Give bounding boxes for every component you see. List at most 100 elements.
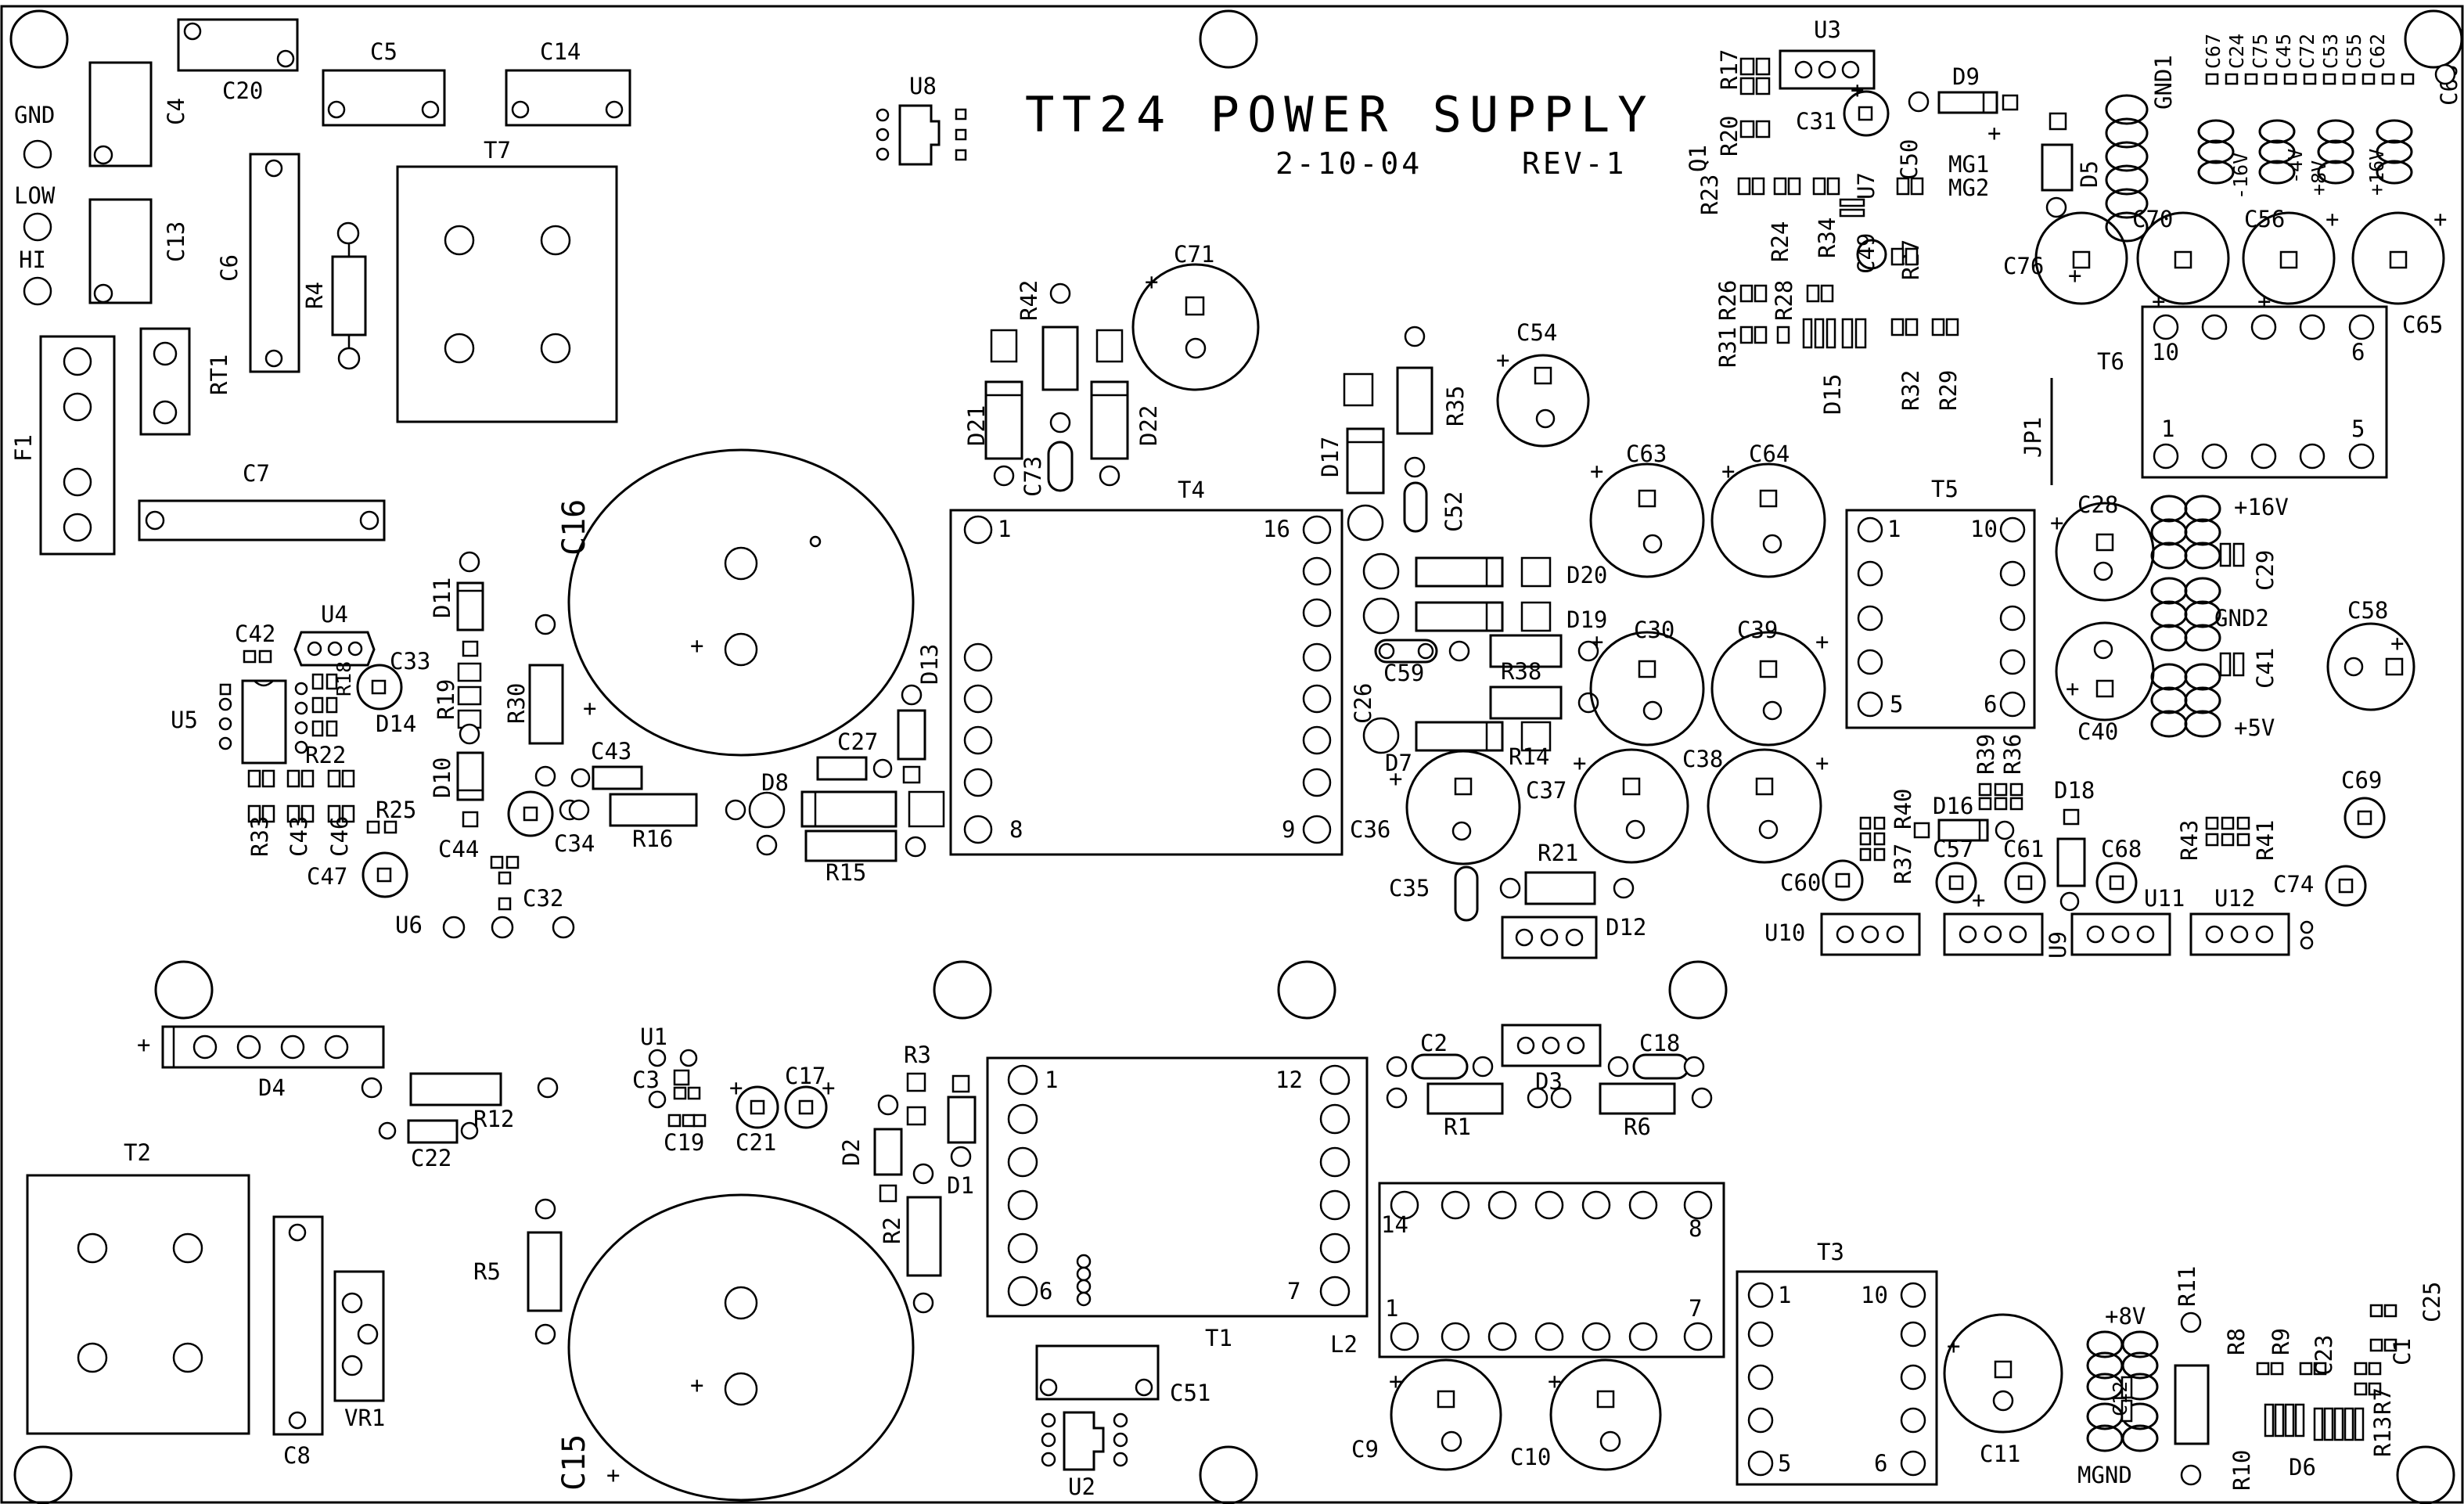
svg-text:C31: C31 bbox=[1796, 108, 1836, 135]
svg-text:R2: R2 bbox=[879, 1217, 905, 1244]
smd-r33-c43-c46: R33 C43 C46 bbox=[246, 769, 355, 857]
svg-text:C10: C10 bbox=[1510, 1444, 1551, 1470]
svg-text:D17: D17 bbox=[1317, 437, 1344, 477]
svg-text:C52: C52 bbox=[1441, 491, 1467, 532]
capacitor-c73: C73 bbox=[1020, 441, 1074, 497]
capacitor-c32: C32 bbox=[490, 855, 563, 912]
svg-text:R17: R17 bbox=[1716, 49, 1743, 90]
svg-text:C13: C13 bbox=[163, 221, 189, 262]
smd-r43-r41: R43 R41 bbox=[2176, 816, 2279, 861]
svg-text:C58: C58 bbox=[2347, 597, 2388, 624]
svg-text:MGND: MGND bbox=[2077, 1462, 2132, 1488]
capacitor-c68: C68 bbox=[2095, 836, 2142, 904]
svg-text:+16V: +16V bbox=[2234, 494, 2289, 520]
svg-text:JP1: JP1 bbox=[2020, 417, 2046, 458]
svg-text:+: + bbox=[2066, 675, 2079, 702]
diode-d1: D1 bbox=[947, 1074, 977, 1199]
svg-text:C47: C47 bbox=[307, 863, 347, 890]
board-date: 2-10-04 bbox=[1275, 146, 1423, 181]
svg-text:C2: C2 bbox=[1420, 1030, 1448, 1056]
svg-text:C21: C21 bbox=[736, 1129, 776, 1156]
svg-text:C45: C45 bbox=[2272, 34, 2295, 69]
svg-text:C75: C75 bbox=[2249, 34, 2272, 69]
svg-text:RT1: RT1 bbox=[206, 354, 232, 395]
ic-u8: U8 bbox=[876, 73, 967, 166]
svg-text:C24: C24 bbox=[2225, 34, 2248, 69]
svg-text:C41: C41 bbox=[2252, 648, 2279, 689]
resistor-r35: R35 bbox=[1396, 326, 1469, 478]
bridge-d4: + D4 bbox=[137, 1025, 385, 1101]
svg-text:C37: C37 bbox=[1526, 777, 1567, 804]
svg-text:C65: C65 bbox=[2402, 311, 2443, 338]
capacitor-c17: + C17 bbox=[784, 1063, 835, 1129]
svg-text:R18: R18 bbox=[333, 661, 355, 696]
svg-text:R4: R4 bbox=[301, 282, 328, 309]
svg-text:C9: C9 bbox=[1351, 1436, 1379, 1463]
svg-text:U8: U8 bbox=[909, 73, 937, 99]
resistor-r11: R11 bbox=[2174, 1266, 2210, 1486]
svg-text:D13: D13 bbox=[916, 644, 943, 685]
svg-text:1: 1 bbox=[1045, 1067, 1058, 1093]
svg-text:5: 5 bbox=[2351, 416, 2365, 442]
board-title: TT24 POWER SUPPLY bbox=[1025, 86, 1655, 143]
diode-d19: D19 bbox=[1362, 597, 1607, 635]
diode-d5: D5 bbox=[2041, 112, 2102, 218]
svg-text:+: + bbox=[1851, 77, 1864, 103]
svg-text:+: + bbox=[137, 1031, 150, 1058]
svg-text:+: + bbox=[690, 1372, 703, 1398]
svg-text:+: + bbox=[1145, 268, 1158, 295]
svg-text:C74: C74 bbox=[2273, 871, 2314, 898]
svg-text:+: + bbox=[2326, 206, 2339, 232]
svg-text:R34: R34 bbox=[1814, 218, 1840, 258]
svg-text:D7: D7 bbox=[1385, 750, 1412, 776]
svg-text:C25: C25 bbox=[2419, 1282, 2445, 1322]
ic-u5: U5 bbox=[171, 679, 308, 765]
svg-text:R8: R8 bbox=[2223, 1328, 2250, 1355]
svg-text:R35: R35 bbox=[1442, 386, 1469, 426]
svg-text:L2: L2 bbox=[1330, 1331, 1358, 1358]
resistor-r19: R19 bbox=[433, 662, 482, 729]
svg-text:C73: C73 bbox=[1020, 456, 1046, 497]
svg-text:D2: D2 bbox=[838, 1139, 865, 1166]
svg-text:14: 14 bbox=[1381, 1211, 1408, 1238]
capacitor-c36: + D7 C36 bbox=[1350, 750, 1521, 865]
svg-text:R12: R12 bbox=[473, 1106, 514, 1132]
svg-text:+: + bbox=[1972, 887, 1985, 913]
smd-r39-r36: R39 R36 bbox=[1973, 734, 2026, 811]
svg-text:C64: C64 bbox=[1749, 441, 1790, 467]
svg-text:LOW: LOW bbox=[14, 182, 56, 209]
diode-d2: D2 bbox=[838, 1094, 903, 1203]
svg-text:C39: C39 bbox=[1737, 617, 1778, 643]
transformer-t6: T6 10 6 1 5 bbox=[2097, 305, 2388, 479]
svg-text:U3: U3 bbox=[1814, 16, 1841, 43]
smd-r18-d14: R18 D14 R22 bbox=[305, 661, 416, 768]
capacitor-c59: C59 bbox=[1374, 639, 1438, 686]
svg-text:C15: C15 bbox=[556, 1434, 592, 1491]
capacitor-c30: + C30 bbox=[1589, 617, 1705, 747]
svg-text:R41: R41 bbox=[2252, 820, 2279, 861]
svg-text:GND1: GND1 bbox=[2150, 55, 2177, 110]
svg-text:+: + bbox=[1721, 458, 1735, 484]
svg-text:C61: C61 bbox=[2003, 836, 2044, 862]
capacitor-c71: + C71 bbox=[1131, 241, 1260, 391]
svg-text:-16V: -16V bbox=[2229, 153, 2252, 200]
resistor-r6: R6 bbox=[1550, 1082, 1713, 1140]
svg-text:+: + bbox=[1815, 750, 1829, 776]
svg-text:R23: R23 bbox=[1696, 175, 1723, 215]
svg-text:C27: C27 bbox=[837, 729, 878, 755]
svg-text:U7: U7 bbox=[1853, 172, 1879, 200]
svg-text:U1: U1 bbox=[640, 1024, 667, 1050]
diode-d16: D16 bbox=[1913, 793, 2015, 842]
capacitor-c2: C2 bbox=[1386, 1030, 1494, 1080]
resistor-r42: R42 bbox=[1016, 280, 1079, 434]
svg-text:D22: D22 bbox=[1135, 405, 1162, 446]
svg-text:+: + bbox=[1389, 1368, 1402, 1394]
svg-text:C38: C38 bbox=[1682, 746, 1723, 772]
capacitor-c35: C35 bbox=[1389, 865, 1479, 922]
svg-text:U5: U5 bbox=[171, 707, 198, 733]
svg-text:C59: C59 bbox=[1383, 660, 1424, 686]
svg-text:U2: U2 bbox=[1068, 1473, 1095, 1500]
svg-text:MG2: MG2 bbox=[1948, 175, 1989, 201]
svg-text:U4: U4 bbox=[321, 601, 348, 628]
svg-text:R37: R37 bbox=[1890, 844, 1916, 884]
